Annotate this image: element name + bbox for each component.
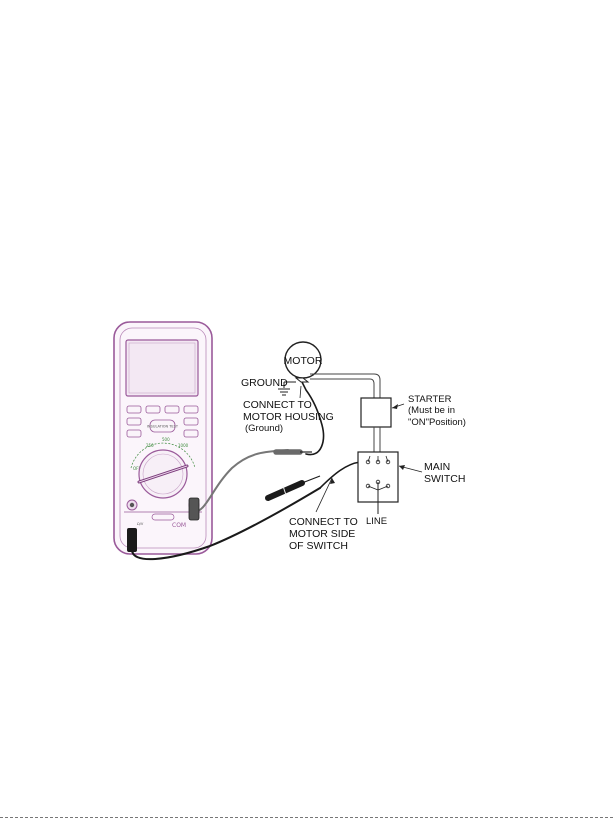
starter-label-line3: "ON"Position): [408, 417, 466, 428]
connect-housing-label-line3: (Ground): [245, 423, 283, 434]
jack-com-label: COM: [172, 522, 186, 529]
motor-label: MOTOR: [284, 355, 323, 367]
motor-starter-cable: [310, 374, 380, 398]
meter-display: [126, 340, 198, 396]
starter-box: [361, 398, 391, 427]
housing-callout: [300, 386, 301, 398]
black-plug: [127, 528, 137, 552]
main-switch-label-line2: SWITCH: [424, 473, 465, 485]
connect-switch-label-line3: OF SWITCH: [289, 540, 348, 552]
key-2[interactable]: [146, 406, 160, 413]
connect-housing-label-line1: CONNECT TO: [243, 399, 312, 411]
key-7[interactable]: [127, 430, 141, 437]
grey-plug: [189, 498, 199, 520]
key-8[interactable]: [184, 430, 198, 437]
line-label: LINE: [366, 516, 387, 527]
key-1[interactable]: [127, 406, 141, 413]
starter-callout: [392, 404, 404, 409]
switch-probe-wire: [320, 462, 360, 488]
connect-switch-label-line1: CONNECT TO: [289, 516, 358, 528]
jack-left-socket: [130, 503, 134, 507]
connect-switch-label-line2: MOTOR SIDE: [289, 528, 355, 540]
motor: MOTOR: [284, 342, 323, 382]
main-switch-label-line1: MAIN: [424, 461, 450, 473]
page-footer-rule: [0, 817, 613, 818]
main-switch: [358, 452, 398, 514]
key-3[interactable]: [165, 406, 179, 413]
starter-label-line1: STARTER: [408, 394, 452, 405]
dial-label-500: 500: [162, 437, 170, 442]
black-probe: [268, 476, 320, 498]
dial-label-1000: 1000: [178, 443, 189, 448]
motor-housing-tab: [296, 378, 308, 382]
jack-ohm-label: Ω/V: [137, 522, 144, 526]
starter-label-line2: (Must be in: [408, 405, 455, 416]
key-5[interactable]: [127, 418, 141, 425]
dial-label-250: 250: [146, 443, 154, 448]
key-6[interactable]: [184, 418, 198, 425]
insulation-key-label: INSULATION TEST: [147, 425, 179, 429]
ground-label: GROUND: [241, 377, 288, 389]
main-switch-callout: [399, 465, 422, 472]
key-4[interactable]: [184, 406, 198, 413]
connect-housing-label-line2: MOTOR HOUSING: [243, 411, 334, 423]
